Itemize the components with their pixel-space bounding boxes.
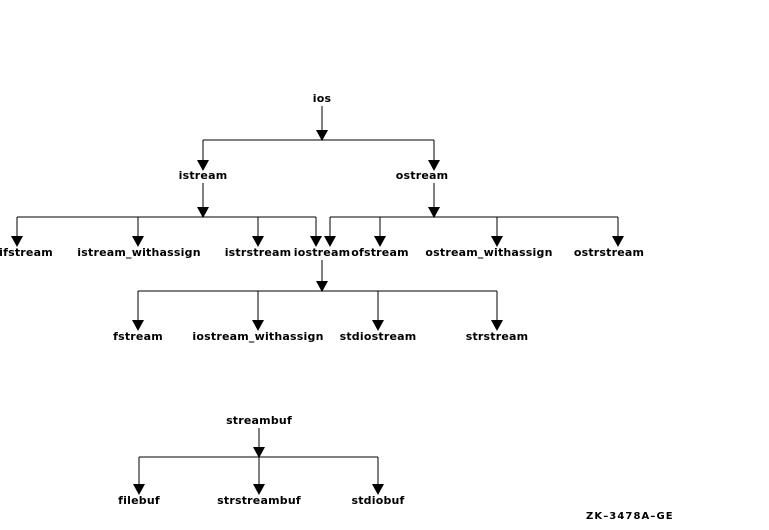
node-istream-withassign: istream_withassign bbox=[77, 246, 201, 259]
arrowhead-istream-withassign bbox=[132, 236, 144, 247]
arrowhead-iostream-right bbox=[324, 236, 336, 247]
arrowhead-istrstream bbox=[252, 236, 264, 247]
arrowhead-ostream-withassign bbox=[491, 236, 503, 247]
node-stdiobuf: stdiobuf bbox=[351, 494, 405, 507]
node-ostream: ostream bbox=[395, 169, 449, 182]
arrowhead-iostream-left bbox=[310, 236, 322, 247]
node-strstream: strstream bbox=[465, 330, 529, 343]
node-istrstream: istrstream bbox=[224, 246, 292, 259]
arrowhead-ifstream bbox=[11, 236, 23, 247]
arrowhead-strstreambuf bbox=[253, 484, 265, 495]
node-ostrstream: ostrstream bbox=[573, 246, 645, 259]
arrowhead-ios-bus bbox=[316, 130, 328, 141]
arrowhead-stdiobuf bbox=[372, 484, 384, 495]
node-istream: istream bbox=[178, 169, 228, 182]
arrowhead-ofstream bbox=[374, 236, 386, 247]
arrowhead-iostream-bus bbox=[316, 281, 328, 292]
node-ofstream: ofstream bbox=[351, 246, 409, 259]
node-strstreambuf: strstreambuf bbox=[217, 494, 301, 507]
node-iostream-withassign: iostream_withassign bbox=[192, 330, 324, 343]
arrowhead-istream-bus bbox=[197, 207, 209, 218]
arrowhead-ostrstream bbox=[612, 236, 624, 247]
node-iostream: iostream bbox=[293, 246, 351, 259]
node-ifstream: ifstream bbox=[0, 246, 53, 259]
arrowhead-iostream-withassign bbox=[252, 320, 264, 331]
node-filebuf: filebuf bbox=[118, 494, 160, 507]
node-ostream-withassign: ostream_withassign bbox=[425, 246, 553, 259]
node-fstream: fstream bbox=[113, 330, 163, 343]
arrowhead-streambuf-bus bbox=[253, 447, 265, 458]
arrowhead-ostream bbox=[428, 160, 440, 171]
arrowhead-stdiostream bbox=[372, 320, 384, 331]
arrowhead-strstream bbox=[491, 320, 503, 331]
arrowhead-ostream-bus bbox=[428, 207, 440, 218]
arrowhead-istream bbox=[197, 160, 209, 171]
node-ios: ios bbox=[312, 92, 332, 105]
node-streambuf: streambuf bbox=[226, 414, 292, 427]
arrowhead-fstream bbox=[132, 320, 144, 331]
figure-id-caption: ZK–3478A–GE bbox=[586, 511, 674, 522]
node-stdiostream: stdiostream bbox=[339, 330, 417, 343]
arrowhead-filebuf bbox=[133, 484, 145, 495]
